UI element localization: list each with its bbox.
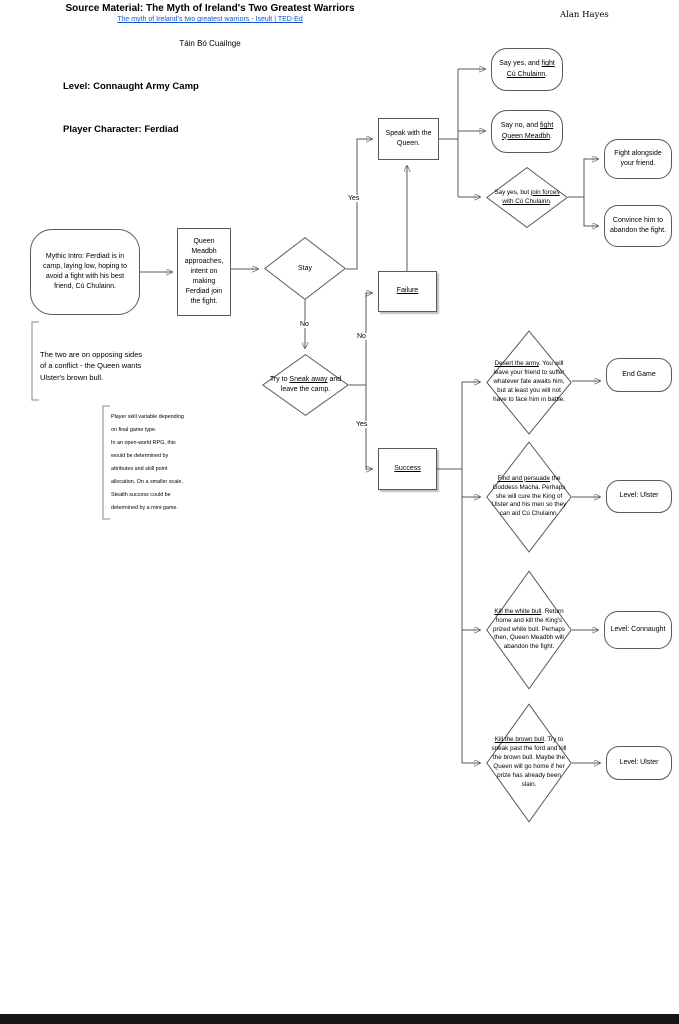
fight-queen-meadbh-link[interactable]: fight Queen Meadbh [501,122,554,140]
diamond-shape [486,703,572,823]
failure-link[interactable]: Failure [396,287,419,295]
level-ulster-text: Level: Ulster [619,492,659,500]
edge-label-sneak-no: No [356,333,367,340]
diamond-shape [486,330,572,435]
node-say-no-fight: Say no, and fight Queen Meadbh. [491,110,563,153]
queen-approaches-text: Queen Meadbh approaches, intent on makin… [184,237,224,306]
kill-white-bull-link[interactable]: Kill the white bull [494,607,542,615]
node-success: Success [378,448,437,490]
node-desert-army: Desert the army. You will leave your fri… [486,330,572,435]
node-kill-brown-bull: Kill the brown bull. Try to sneak past t… [486,703,572,823]
kill-brown-bull-link[interactable]: Kill the brown bull [494,736,545,744]
ted-ed-source-link[interactable]: The myth of Ireland's two greatest warri… [117,16,303,23]
node-failure: Failure [378,271,437,312]
bottom-window-edge [0,1014,679,1024]
level-ulster-text: Level: Ulster [619,758,659,766]
doc-title: Source Material: The Myth of Ireland's T… [65,3,355,14]
edge-label-sneak-yes: Yes [355,421,369,428]
node-persuade-macha: Find and persuade the Goddess Macha. Per… [486,441,572,553]
mythic-intro-text: Mythic Intro: Ferdiad is in camp, laying… [42,252,128,291]
node-fight-alongside: Fight alongside your friend. [604,139,672,179]
join-forces-link[interactable]: join forces with Cú Chulainn [502,188,560,205]
node-join-forces-decision: Say yes, but join forces with Cú Chulain… [486,167,568,228]
speak-with-queen-text: Speak with the Queen. [385,129,432,147]
end-game-text: End Game [622,370,656,378]
node-say-yes-fight: Say yes, and fight Cú Chulainn. [491,48,563,91]
player-label: Player Character: Ferdiad [63,124,179,135]
find-persuade-link[interactable]: Find and persuade [497,474,550,482]
node-speak-with-queen: Speak with the Queen. [378,118,439,160]
convince-abandon-text: Convince him to abandon the fight. [609,216,667,234]
edge-label-stay-no: No [299,321,310,328]
node-convince-abandon: Convince him to abandon the fight. [604,205,672,247]
diamond-shape [264,237,346,300]
node-kill-white-bull: Kill the white bull. Return home and kil… [486,570,572,690]
node-level-ulster-1: Level: Ulster [606,480,672,513]
note-conflict: The two are on opposing sides of a confl… [40,350,143,382]
node-mythic-intro: Mythic Intro: Ferdiad is in camp, laying… [30,229,140,315]
fight-cu-chulainn-link[interactable]: fight Cú Chulainn [506,60,555,78]
sneak-away-link[interactable]: Sneak away [289,376,328,384]
diamond-shape [486,570,572,690]
doc-subtitle: Táin Bó Cuailnge [179,39,241,48]
desert-army-link[interactable]: Desert the army [494,360,539,368]
level-label: Level: Connaught Army Camp [63,81,199,92]
author-name: Alan Hayes [560,10,609,20]
node-level-connaught: Level: Connaught [604,611,672,649]
diamond-shape [262,354,349,416]
fight-alongside-text: Fight alongside your friend. [614,149,662,167]
note-player-skill: Player skill variable depending on final… [111,414,184,511]
node-level-ulster-2: Level: Ulster [606,746,672,780]
node-sneak-decision: Try to Sneak away and leave the camp. [262,354,349,416]
node-stay-decision: Stay [264,237,346,300]
edge-label-stay-yes: Yes [347,195,361,202]
node-end-game: End Game [606,358,672,392]
diamond-shape [486,441,572,553]
success-link[interactable]: Success [394,464,421,472]
stay-text: Stay [297,264,312,272]
node-queen-approaches: Queen Meadbh approaches, intent on makin… [177,228,231,316]
level-connaught-text: Level: Connaught [610,625,666,633]
diamond-shape [486,167,568,228]
